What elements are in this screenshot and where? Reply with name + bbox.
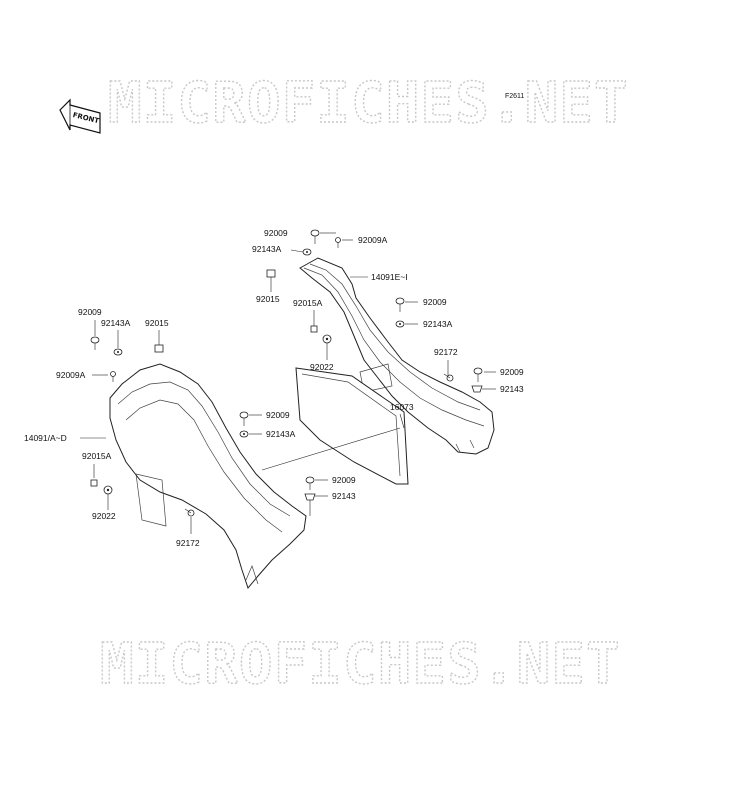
label-14091-a-d: 14091/A~D	[24, 433, 67, 443]
bolt-icon	[305, 476, 315, 490]
label-92009a: 92009A	[358, 235, 388, 245]
label-92143: 92143	[332, 491, 356, 501]
washer-icon	[239, 430, 249, 438]
label-16073: 16073	[390, 402, 414, 412]
bolt-icon	[473, 367, 483, 382]
label-92009: 92009	[500, 367, 524, 377]
clip-nut-icon	[304, 493, 316, 501]
screw-icon	[184, 508, 195, 517]
label-92015a: 92015A	[82, 451, 112, 461]
washer-icon	[302, 248, 312, 256]
right-side-cover-part	[299, 257, 495, 455]
label-92009: 92009	[264, 228, 288, 238]
center-panel-part	[295, 367, 409, 485]
clip-nut-icon	[310, 325, 318, 333]
clip-nut-icon	[90, 479, 98, 487]
label-14091e-i: 14091E~I	[371, 272, 408, 282]
label-92022: 92022	[310, 362, 334, 372]
front-arrow-icon: FRONT	[59, 98, 101, 134]
label-92143a: 92143A	[252, 244, 282, 254]
clip-nut-icon	[154, 344, 164, 353]
label-92009: 92009	[266, 410, 290, 420]
washer-icon	[395, 320, 405, 328]
label-92009a: 92009A	[56, 370, 86, 380]
label-92009: 92009	[332, 475, 356, 485]
bolt-icon	[335, 237, 341, 248]
label-92009: 92009	[423, 297, 447, 307]
leader-line	[290, 249, 304, 253]
figure-code: F2611	[505, 93, 524, 100]
label-92022: 92022	[92, 511, 116, 521]
watermark-top: MICROFICHES.NET	[108, 71, 629, 136]
label-92015: 92015	[145, 318, 169, 328]
clip-nut-icon	[266, 269, 276, 278]
left-side-cover-part	[109, 363, 307, 590]
collar-icon	[322, 334, 332, 344]
label-92009: 92009	[78, 307, 102, 317]
label-92143: 92143	[500, 384, 524, 394]
collar-icon	[103, 485, 113, 495]
reference-line	[261, 427, 401, 471]
screw-icon	[443, 373, 454, 382]
label-92172: 92172	[434, 347, 458, 357]
washer-icon	[113, 348, 123, 356]
clip-nut-icon	[471, 385, 483, 393]
label-92143a: 92143A	[423, 319, 453, 329]
bolt-icon	[110, 371, 116, 382]
label-92143a: 92143A	[101, 318, 131, 328]
label-92015a: 92015A	[293, 298, 323, 308]
bolt-icon	[310, 229, 320, 244]
bolt-icon	[239, 411, 249, 426]
label-92015: 92015	[256, 294, 280, 304]
bolt-icon	[395, 297, 405, 312]
label-92143a: 92143A	[266, 429, 296, 439]
bolt-icon	[90, 336, 100, 350]
watermark-bottom: MICROFICHES.NET	[100, 632, 621, 697]
leader-line	[399, 413, 405, 429]
label-92172: 92172	[176, 538, 200, 548]
